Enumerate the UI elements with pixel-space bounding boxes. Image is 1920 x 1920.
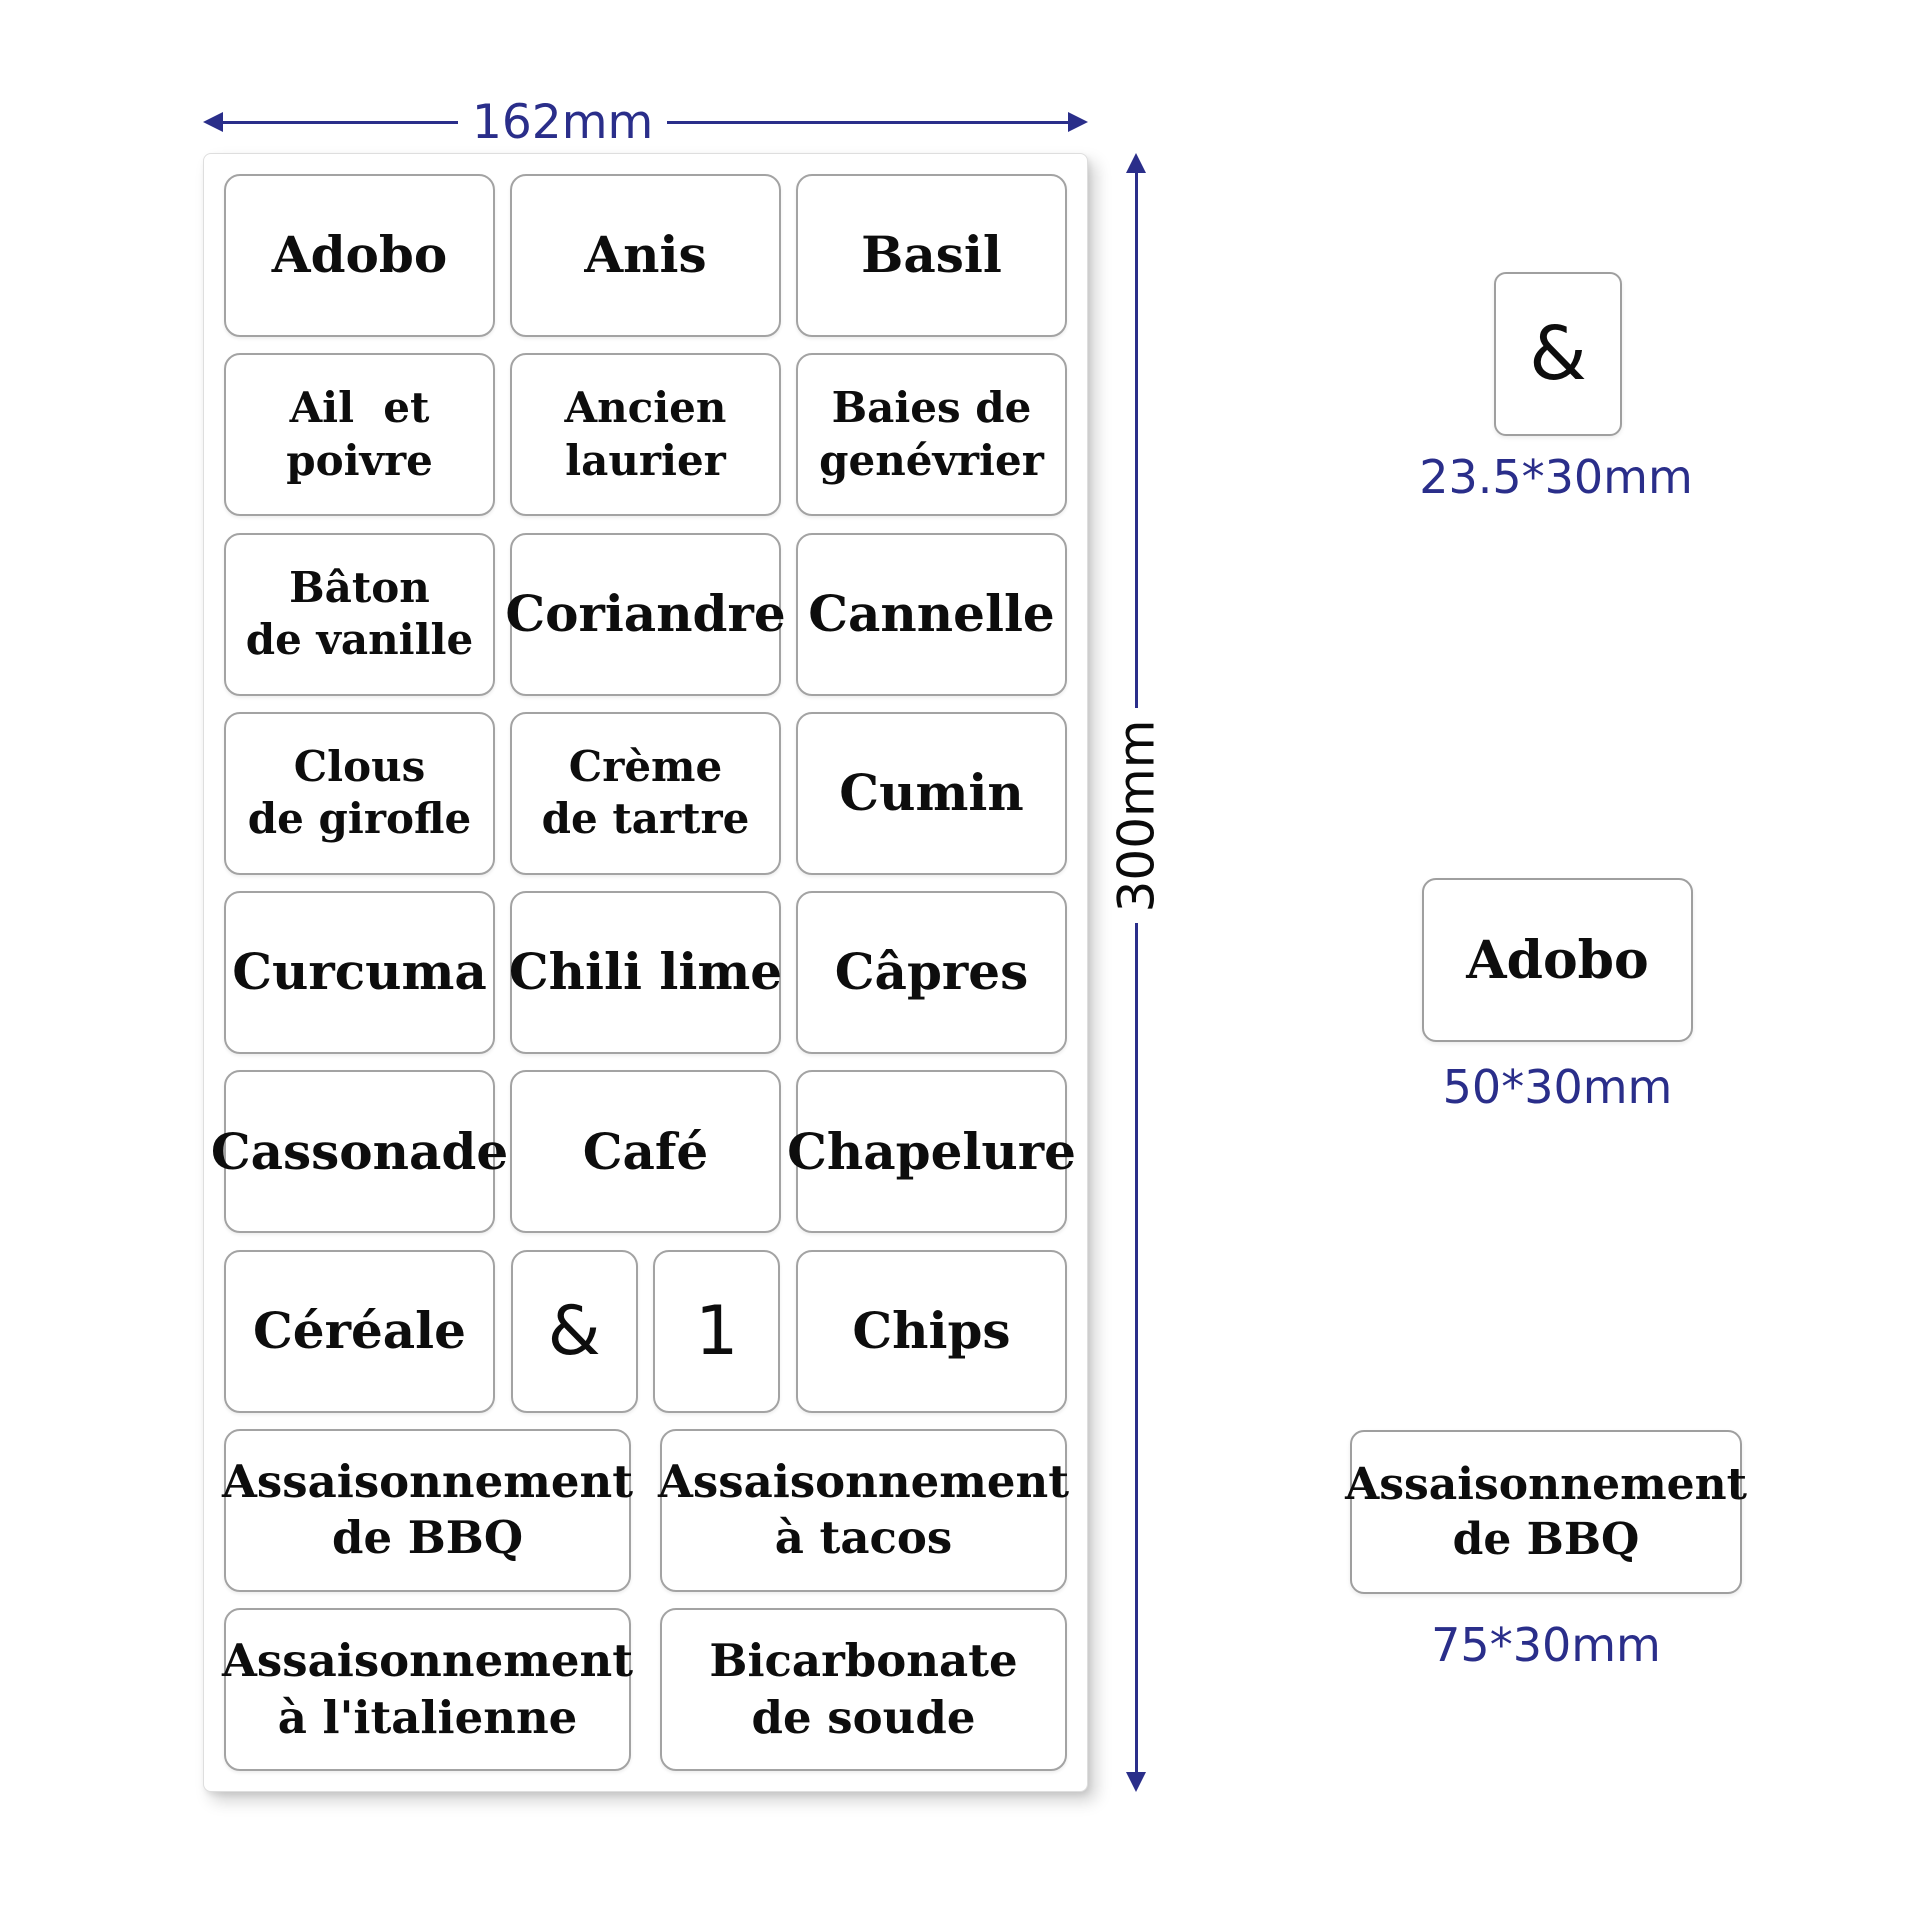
- label-text: Adobo: [271, 225, 448, 285]
- label-text: Assaisonnement: [222, 1634, 633, 1688]
- label-text: à tacos: [774, 1511, 953, 1565]
- label-text: Ancien: [564, 383, 727, 433]
- spice-label-creme-de-tartre: Crème de tartre: [510, 711, 781, 875]
- spice-label-anis: Anis: [510, 174, 781, 337]
- spice-label-coriandre: Coriandre: [505, 532, 786, 696]
- label-text: Chips: [852, 1300, 1011, 1360]
- spice-label-clous-de-girofle: Clous de girofle: [224, 711, 495, 875]
- label-text: Assaisonnement: [1345, 1459, 1747, 1510]
- digit-one-glyph: 1: [695, 1291, 739, 1371]
- label-text: Cannelle: [808, 583, 1055, 643]
- arrow-left-icon: [203, 112, 223, 132]
- sheet-row: Adobo Anis Basil: [224, 174, 1067, 337]
- spice-label-cassonade: Cassonade: [211, 1070, 508, 1234]
- spice-label-assaisonnement-a-tacos: Assaisonnement à tacos: [658, 1428, 1069, 1592]
- label-text: de vanille: [245, 615, 474, 664]
- label-text: Chapelure: [787, 1121, 1076, 1181]
- label-text: Adobo: [1466, 929, 1649, 991]
- label-text: de BBQ: [331, 1511, 524, 1565]
- spice-label-ail-et-poivre: Ail et poivre: [224, 353, 495, 517]
- spice-label-capres: Câpres: [796, 891, 1067, 1054]
- arrow-up-icon: [1126, 153, 1146, 173]
- dimension-line: [1134, 173, 1138, 708]
- label-text: Curcuma: [232, 942, 487, 1002]
- spice-label-adobo: Adobo: [224, 174, 495, 337]
- label-text: de soude: [751, 1690, 976, 1744]
- label-text: Assaisonnement: [222, 1455, 633, 1508]
- ampersand-glyph: &: [1529, 310, 1587, 397]
- spice-label-assaisonnement-a-l-italienne: Assaisonnement à l'italienne: [222, 1608, 633, 1771]
- label-text: Basil: [861, 225, 1002, 285]
- width-dimension: 162mm: [203, 94, 1088, 150]
- sticker-sheet: Adobo Anis Basil Ail et poivre Ancien la…: [203, 153, 1088, 1792]
- dimension-line: [223, 120, 458, 124]
- spice-label-cafe: Café: [510, 1070, 781, 1234]
- sheet-row: Curcuma Chili lime Câpres: [224, 891, 1067, 1054]
- symbol-label-ampersand: &: [510, 1249, 638, 1413]
- spice-label-basil: Basil: [796, 174, 1067, 337]
- label-text: Céréale: [253, 1300, 466, 1360]
- label-text: Chili lime: [508, 942, 783, 1002]
- sheet-row: Céréale & 1 Chips: [224, 1249, 1067, 1413]
- spice-label-baies-de-genevrier: Baies de genévrier: [796, 353, 1067, 517]
- label-text: Café: [582, 1121, 709, 1181]
- spice-label-chips: Chips: [795, 1249, 1067, 1413]
- spice-label-cannelle: Cannelle: [796, 532, 1067, 696]
- label-text: Câpres: [834, 942, 1029, 1002]
- size-value-ampersand: 23.5*30mm: [1419, 450, 1693, 504]
- size-value-bbq: 75*30mm: [1431, 1618, 1661, 1672]
- label-text: Ail et: [289, 383, 430, 433]
- spice-label-cereale: Céréale: [224, 1249, 495, 1413]
- size-sample-adobo: Adobo: [1422, 878, 1693, 1042]
- size-sample-bbq: Assaisonnement de BBQ: [1345, 1430, 1747, 1594]
- spice-label-baton-de-vanille: Bâton de vanille: [224, 532, 495, 696]
- spice-label-ancien-laurier: Ancien laurier: [510, 353, 781, 517]
- sheet-height-value: 300mm: [1107, 719, 1166, 912]
- height-dimension: 300mm: [1107, 153, 1165, 1792]
- spice-label-cumin: Cumin: [796, 711, 1067, 875]
- spice-label-chapelure: Chapelure: [787, 1070, 1076, 1234]
- dimension-line: [667, 120, 1068, 124]
- sheet-row: Cassonade Café Chapelure: [211, 1070, 1076, 1234]
- arrow-right-icon: [1068, 112, 1088, 132]
- sheet-width-value: 162mm: [472, 94, 654, 150]
- sheet-row: Ail et poivre Ancien laurier Baies de ge…: [224, 353, 1067, 517]
- label-text: Baies de: [831, 383, 1032, 433]
- spice-label-bicarbonate-de-soude: Bicarbonate de soude: [660, 1608, 1067, 1771]
- label-text: Bicarbonate: [709, 1634, 1018, 1688]
- sheet-row: Assaisonnement de BBQ Assaisonnement à t…: [222, 1428, 1069, 1592]
- size-value-adobo: 50*30mm: [1442, 1060, 1673, 1114]
- sheet-row: Clous de girofle Crème de tartre Cumin: [224, 711, 1067, 875]
- label-text: Crème: [568, 741, 723, 791]
- arrow-down-icon: [1126, 1772, 1146, 1792]
- label-text: poivre: [286, 435, 433, 485]
- spice-label-curcuma: Curcuma: [224, 891, 495, 1054]
- label-text: à l'italienne: [277, 1690, 578, 1744]
- sheet-row: Assaisonnement à l'italienne Bicarbonate…: [222, 1608, 1067, 1771]
- label-text: de tartre: [541, 794, 750, 844]
- sheet-row: Bâton de vanille Coriandre Cannelle: [224, 532, 1067, 696]
- label-text: Assaisonnement: [658, 1455, 1069, 1508]
- label-text: Anis: [584, 225, 707, 285]
- spice-label-chili-lime: Chili lime: [508, 891, 783, 1054]
- label-text: Coriandre: [505, 583, 786, 643]
- symbol-label-one: 1: [653, 1249, 781, 1413]
- label-text: de girofle: [247, 794, 472, 844]
- label-text: Cumin: [839, 763, 1024, 822]
- label-text: de BBQ: [1452, 1514, 1640, 1565]
- ampersand-glyph: &: [547, 1291, 601, 1371]
- label-text: Clous: [293, 741, 426, 791]
- label-text: Cassonade: [210, 1121, 509, 1181]
- label-text: laurier: [565, 435, 726, 485]
- label-text: genévrier: [819, 435, 1044, 485]
- spice-label-assaisonnement-de-bbq: Assaisonnement de BBQ: [222, 1428, 633, 1592]
- size-sample-ampersand: &: [1494, 272, 1622, 436]
- label-text: Bâton: [289, 562, 430, 612]
- dimension-line: [1134, 923, 1138, 1772]
